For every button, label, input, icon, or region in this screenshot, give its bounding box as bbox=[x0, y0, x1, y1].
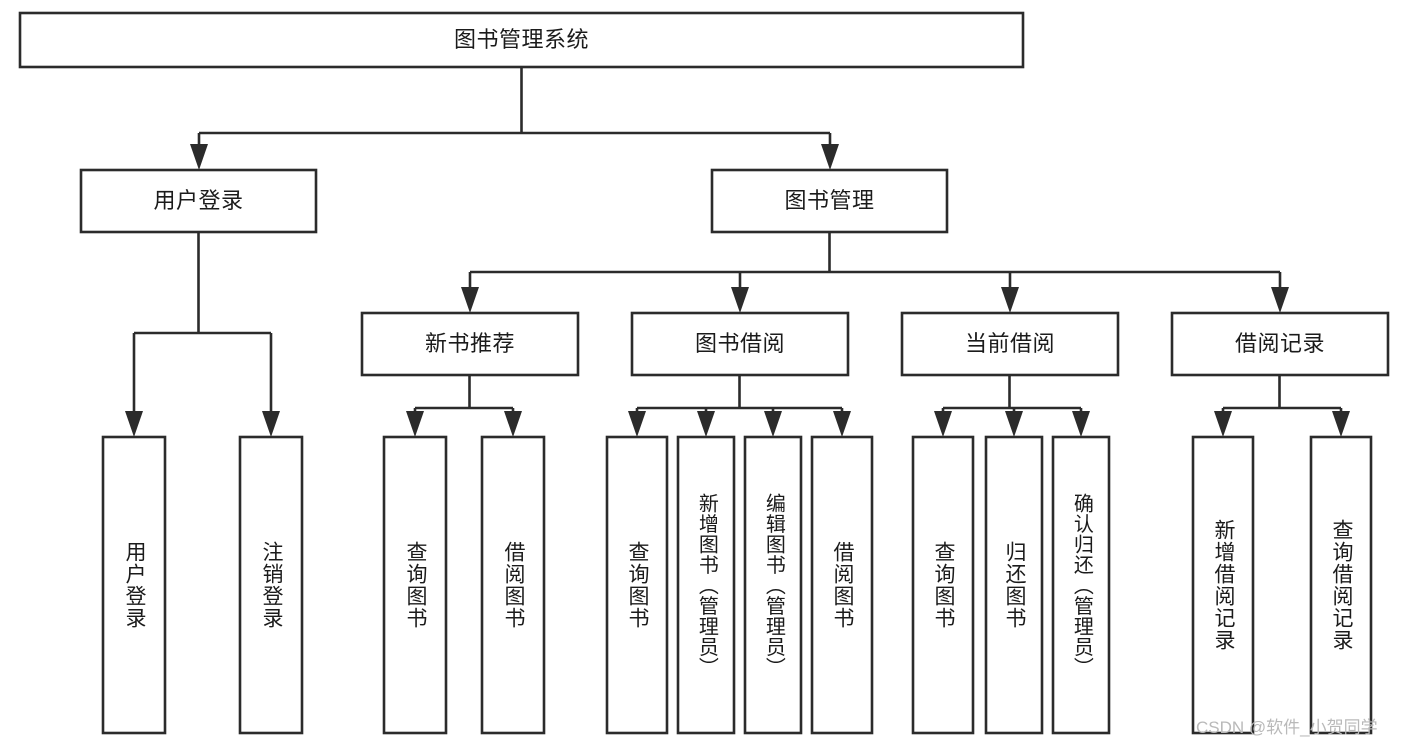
node-box-leaf-query-book-current[interactable] bbox=[911, 435, 975, 735]
node-box-leaf-query-book-borrow[interactable] bbox=[605, 435, 669, 735]
connector-bookborrow-to-leaves bbox=[628, 375, 851, 437]
node-box-leaf-borrow-book-recommend[interactable] bbox=[480, 435, 546, 735]
node-box-leaf-edit-book-admin[interactable] bbox=[743, 435, 803, 735]
node-box-leaf-confirm-return-admin[interactable] bbox=[1051, 435, 1111, 735]
connector-bookmgmt-to-level3 bbox=[461, 232, 1289, 313]
node-box-leaf-user-login[interactable] bbox=[101, 435, 167, 735]
node-box-leaf-query-borrow-record[interactable] bbox=[1309, 435, 1373, 735]
node-box-borrow-records[interactable] bbox=[1170, 311, 1390, 377]
connector-recommend-to-leaves bbox=[406, 375, 522, 437]
node-box-leaf-user-logout[interactable] bbox=[238, 435, 304, 735]
node-box-leaf-add-borrow-record[interactable] bbox=[1191, 435, 1255, 735]
node-box-user-login[interactable] bbox=[79, 168, 318, 234]
connector-currentborrow-to-leaves bbox=[934, 375, 1090, 437]
node-box-current-borrow[interactable] bbox=[900, 311, 1120, 377]
node-box-book-management[interactable] bbox=[710, 168, 949, 234]
node-box-leaf-return-book[interactable] bbox=[984, 435, 1044, 735]
node-box-new-book-recommend[interactable] bbox=[360, 311, 580, 377]
node-box-leaf-query-book-recommend[interactable] bbox=[382, 435, 448, 735]
node-box-root[interactable] bbox=[18, 11, 1025, 69]
node-box-leaf-borrow-book-borrow[interactable] bbox=[810, 435, 874, 735]
connector-borrowrecords-to-leaves bbox=[1214, 375, 1350, 437]
connector-root-to-level2 bbox=[190, 67, 839, 170]
connector-userlogin-to-leaves bbox=[125, 232, 280, 437]
node-box-leaf-add-book-admin[interactable] bbox=[676, 435, 736, 735]
node-box-book-borrow[interactable] bbox=[630, 311, 850, 377]
